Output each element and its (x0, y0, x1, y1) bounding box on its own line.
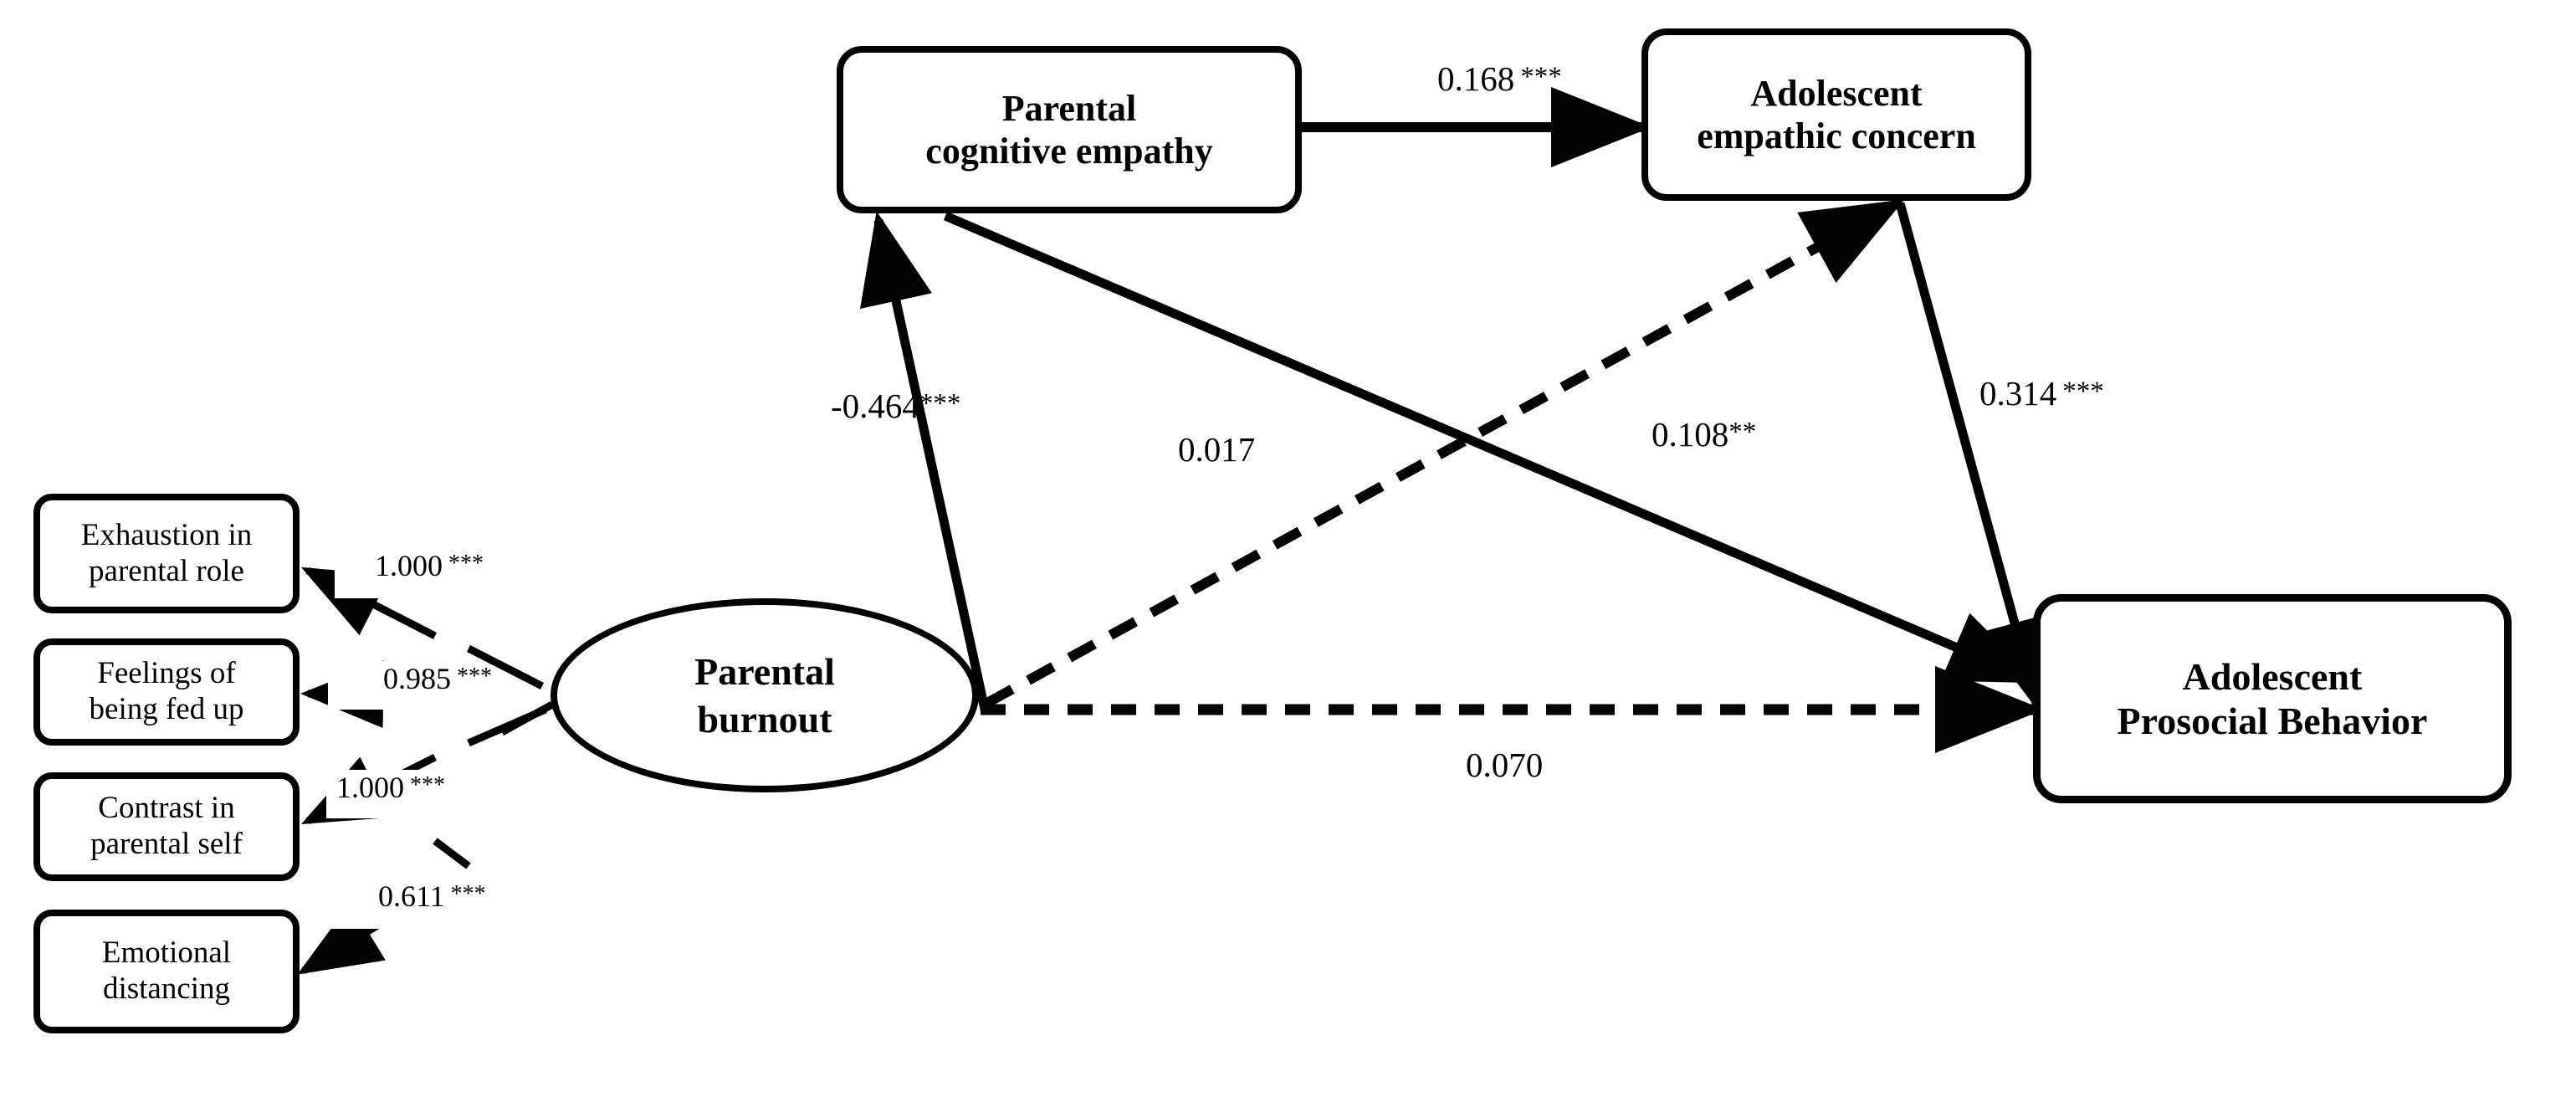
coef-value: 0.017 (1178, 430, 1256, 469)
indicator-label-fed-up: Feelings of being fed up (89, 656, 244, 726)
coef-loading-exhaustion: 1.000*** (375, 548, 484, 583)
indicator-label-distancing: Emotional distancing (101, 936, 232, 1006)
coef-loading-contrast: 1.000*** (336, 770, 445, 805)
indicator-label-exhaustion: Exhaustion in parental role (80, 517, 253, 588)
path-burnout-to-cognitive-empathy (860, 211, 991, 715)
coef-value: 0.168 (1437, 59, 1515, 98)
construct-label-parental-cognitive-empathy: Parental cognitive empathy (925, 87, 1213, 172)
coef-stars: *** (450, 880, 486, 907)
coef-value: 0.070 (1466, 746, 1544, 784)
coef-value: 0.108 (1652, 415, 1729, 454)
coef-cognitive-empathy-to-empathic-concern: 0.168*** (1437, 59, 1562, 99)
coef-value: 0.314 (1979, 374, 2057, 413)
indicator-box-exhaustion[interactable]: Exhaustion in parental role (33, 494, 300, 613)
indicator-box-fed-up[interactable]: Feelings of being fed up (33, 638, 300, 746)
latent-oval-parental-burnout[interactable]: Parental burnout (551, 598, 979, 792)
outcome-box-adolescent-prosocial-behavior[interactable]: Adolescent Prosocial Behavior (2033, 594, 2512, 803)
latent-label-parental-burnout: Parental burnout (694, 649, 835, 741)
indicator-box-contrast[interactable]: Contrast in parental self (33, 772, 300, 881)
coef-stars: ** (1728, 417, 1757, 448)
path-cognitive-empathy-to-prosocial (943, 211, 2041, 684)
coef-value: 0.611 (378, 879, 445, 913)
outcome-label-adolescent-prosocial-behavior: Adolescent Prosocial Behavior (2117, 654, 2428, 742)
coef-value: 0.985 (383, 662, 451, 695)
path-burnout-to-empathic-concern (985, 199, 1905, 708)
coef-stars: *** (457, 663, 492, 689)
coef-value: 1.000 (336, 771, 404, 804)
coef-loading-fed-up: 0.985*** (383, 661, 492, 696)
coef-stars: *** (1520, 61, 1562, 92)
construct-label-adolescent-empathic-concern: Adolescent empathic concern (1697, 72, 1976, 156)
construct-box-adolescent-empathic-concern[interactable]: Adolescent empathic concern (1641, 28, 2031, 201)
indicator-label-contrast: Contrast in parental self (90, 791, 243, 861)
coef-value: -0.464 (831, 387, 919, 425)
coef-burnout-to-empathic-concern: 0.108** (1652, 414, 1756, 454)
coef-loading-distancing: 0.611*** (378, 879, 486, 914)
coef-stars: *** (919, 388, 961, 419)
coef-empathic-concern-to-prosocial: 0.314*** (1979, 373, 2104, 413)
coef-burnout-to-cognitive-empathy: -0.464*** (831, 386, 960, 426)
indicator-box-distancing[interactable]: Emotional distancing (33, 910, 300, 1033)
coef-value: 1.000 (375, 549, 443, 582)
coef-stars: *** (2062, 376, 2104, 407)
path-empathic-concern-to-prosocial (1895, 202, 2051, 712)
path-burnout-to-exhaustion (300, 566, 438, 640)
coef-stars: *** (410, 771, 445, 798)
coef-cognitive-empathy-to-prosocial: 0.017 (1178, 429, 1255, 469)
construct-box-parental-cognitive-empathy[interactable]: Parental cognitive empathy (837, 46, 1302, 213)
coef-burnout-to-prosocial: 0.070 (1466, 745, 1543, 785)
coef-stars: *** (448, 550, 484, 577)
